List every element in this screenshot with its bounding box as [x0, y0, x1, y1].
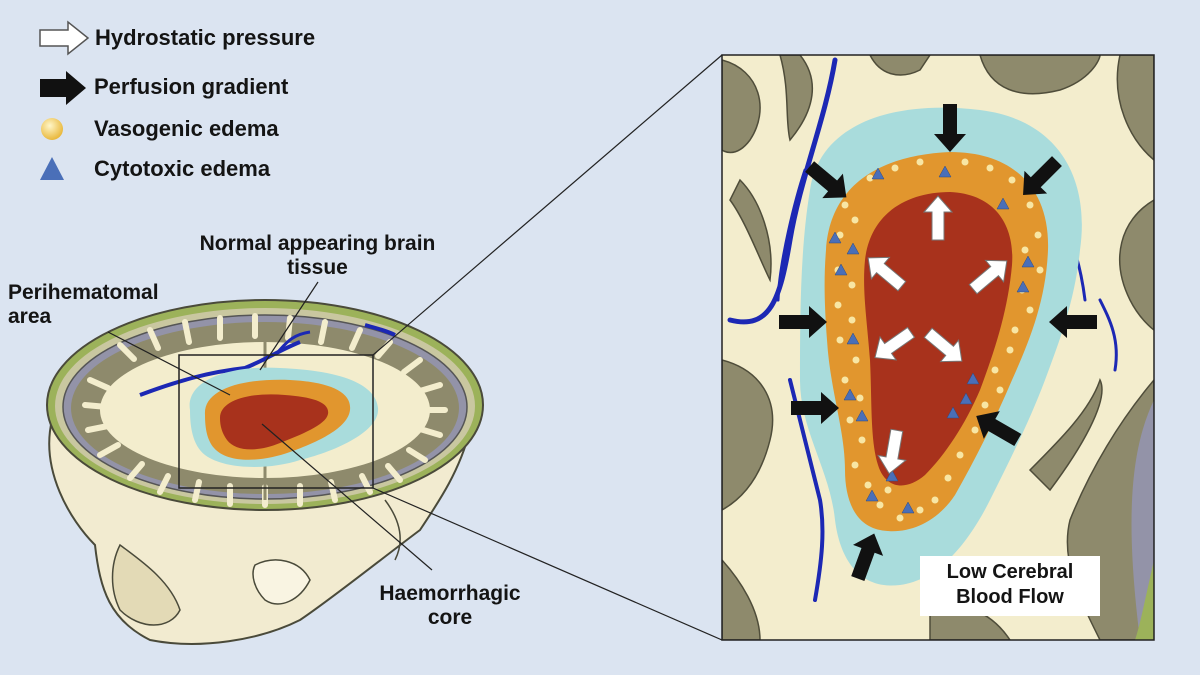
haemorrhagic-core-label-line2: core: [427, 606, 473, 629]
legend: [39, 20, 90, 180]
lesion-core-small: [220, 394, 329, 450]
low-cbf-label-line1: Low Cerebral: [946, 561, 1074, 583]
zoomed-panel-frame: [721, 54, 1155, 641]
haemorrhagic-core-label: Haemorrhagic core: [360, 582, 540, 630]
low-cbf-label-line2: Blood Flow: [956, 586, 1064, 608]
perfusion-arrows: [779, 104, 1097, 581]
normal-tissue-label-line2: tissue: [287, 256, 348, 279]
legend-perfusion-label: Perfusion gradient: [94, 74, 289, 99]
cytotoxic-triangles: [828, 165, 1035, 514]
legend-cytotoxic-label: Cytotoxic edema: [94, 156, 271, 181]
legend-vasogenic-label: Vasogenic edema: [94, 116, 279, 141]
hydrostatic-arrows: [867, 195, 1008, 475]
low-cbf-label-box: Low Cerebral Blood Flow: [920, 556, 1100, 616]
normal-tissue-label-line1: Normal appearing brain: [199, 232, 436, 255]
perihematomal-label-line2: area: [8, 305, 52, 328]
zoom-connector-lines: [372, 54, 723, 641]
vasogenic-dots: [834, 158, 1044, 522]
perfusion-arrow-icon: [40, 71, 86, 105]
perihematomal-label: Perihematomal area: [8, 281, 188, 329]
hydrostatic-arrow-icon: [39, 20, 90, 56]
zoom-region-box: [178, 354, 374, 489]
normal-tissue-label: Normal appearing brain tissue: [180, 232, 455, 280]
perihematomal-label-line1: Perihematomal: [8, 281, 159, 304]
haemorrhagic-core-label-line1: Haemorrhagic: [379, 582, 521, 605]
skull-illustration: [46, 299, 484, 645]
vasogenic-dot-icon: [41, 118, 63, 140]
zoomed-panel: [722, 55, 1154, 640]
cytotoxic-triangle-icon: [40, 157, 64, 180]
legend-hydrostatic-label: Hydrostatic pressure: [95, 25, 316, 50]
